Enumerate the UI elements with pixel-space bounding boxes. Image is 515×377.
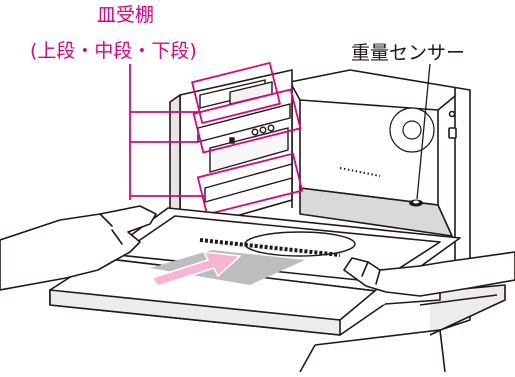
- shelf-title: 皿受棚: [97, 4, 155, 26]
- weight-sensor-label: 重量センサー: [351, 42, 466, 64]
- base-drawer: [299, 329, 446, 373]
- shelf-rails: [197, 79, 293, 203]
- shelf-subtitle: (上段・中段・下段): [30, 40, 197, 62]
- push-arrow-icon: [150, 251, 242, 287]
- weight-sensor-mark: [409, 199, 423, 207]
- hands-icon: [0, 205, 515, 297]
- shelf-callouts: [129, 61, 304, 216]
- sensor-leader-line: [416, 63, 431, 200]
